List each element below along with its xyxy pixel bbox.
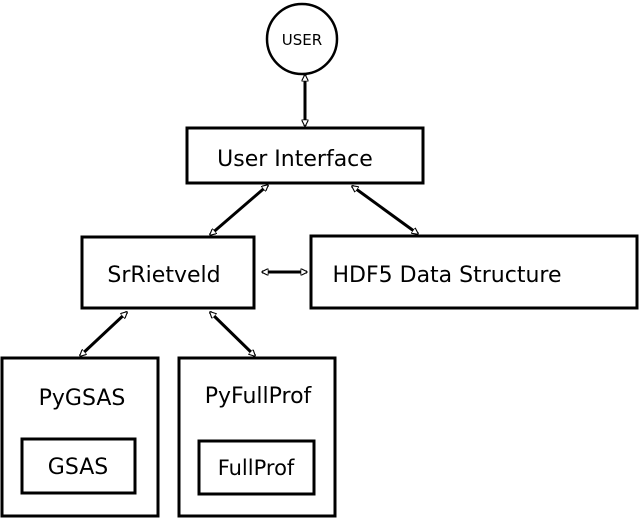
srrietveld-box: SrRietveld <box>80 235 256 310</box>
gsas-label: GSAS <box>48 455 108 480</box>
user-label: USER <box>282 31 322 49</box>
user-node: USER <box>265 2 339 76</box>
user-interface-label: User Interface <box>217 147 373 172</box>
hdf5-label: HDF5 Data Structure <box>333 263 562 288</box>
gsas-box: GSAS <box>20 437 137 495</box>
pyfullprof-label: PyFullProf <box>205 384 313 409</box>
arrow-interface-to-hdf5 <box>352 184 418 236</box>
pyfullprof-box: PyFullProf FullProf <box>177 356 337 518</box>
user-interface-box: User Interface <box>185 126 425 185</box>
fullprof-box: FullProf <box>197 439 316 496</box>
arrow-srrietveld-to-pygsas <box>80 312 127 356</box>
hdf5-box: HDF5 Data Structure <box>309 234 639 310</box>
arrow-srrietveld-to-pyfullprof <box>210 312 255 356</box>
pygsas-box: PyGSAS GSAS <box>0 356 160 518</box>
pygsas-label: PyGSAS <box>39 386 126 411</box>
arrow-interface-to-srrietveld <box>210 185 268 235</box>
fullprof-label: FullProf <box>218 456 295 480</box>
srrietveld-label: SrRietveld <box>107 263 220 288</box>
